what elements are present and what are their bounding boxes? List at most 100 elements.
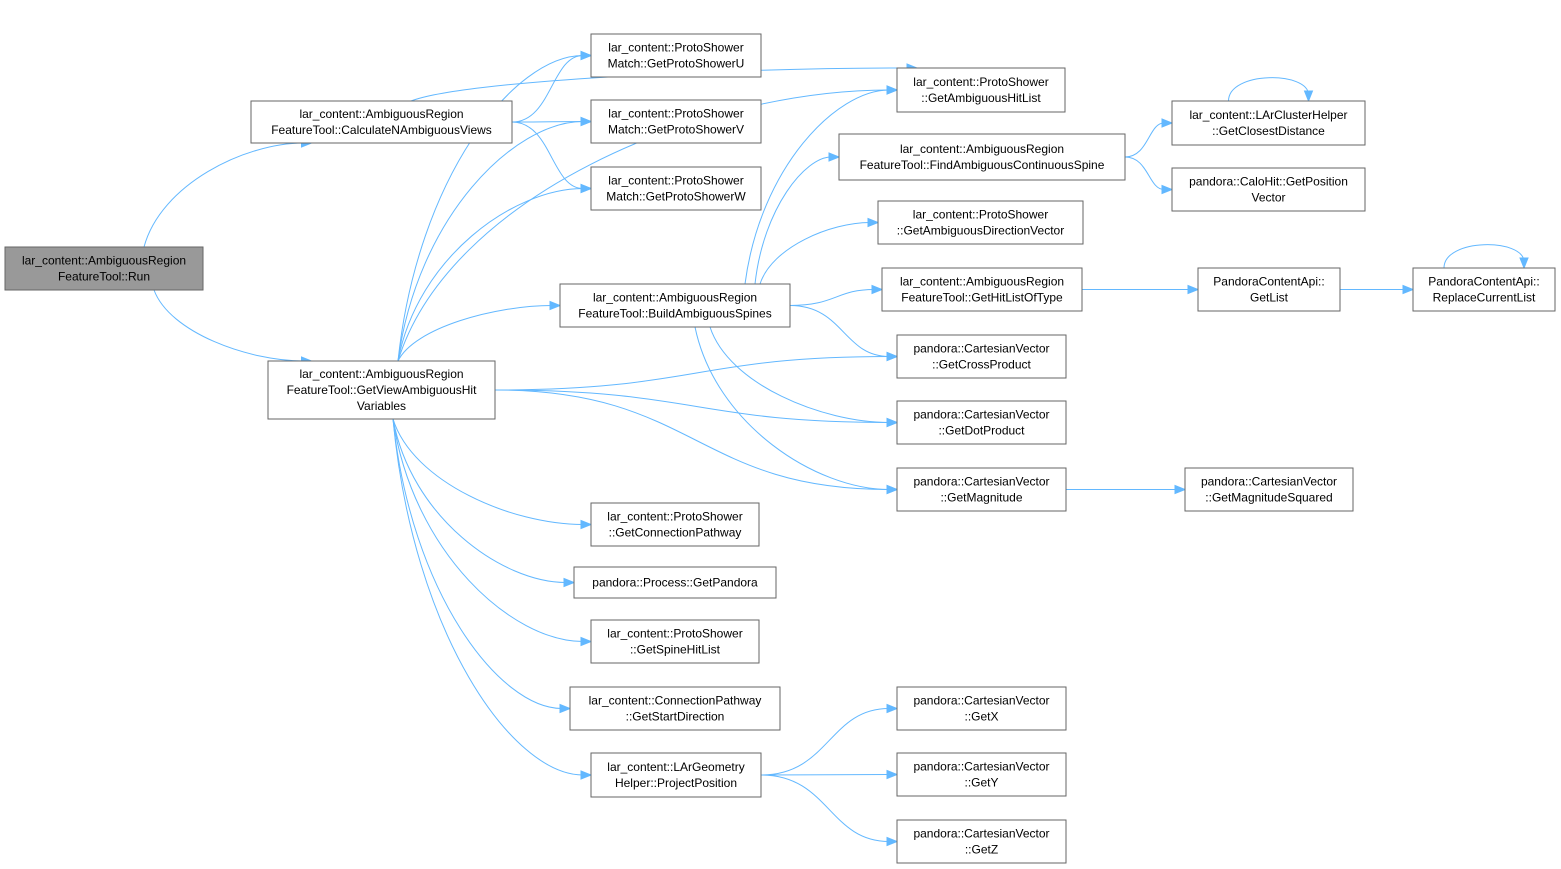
node-ambDir[interactable]: lar_content::ProtoShower::GetAmbiguousDi… xyxy=(877,200,1084,245)
node-box xyxy=(573,566,777,599)
edge-line xyxy=(397,121,584,362)
node-label: pandora::Process::GetPandora xyxy=(592,576,758,590)
node-label: lar_content::AmbiguousRegion xyxy=(22,254,186,268)
node-dot[interactable]: pandora::CartesianVector::GetDotProduct xyxy=(896,400,1067,445)
node-build[interactable]: lar_content::AmbiguousRegionFeatureTool:… xyxy=(559,283,791,328)
node-box xyxy=(838,133,1126,181)
edge-arrow xyxy=(886,703,899,714)
edge-arrow xyxy=(1519,257,1529,270)
node-label: ::GetAmbiguousHitList xyxy=(921,91,1041,105)
node-getView[interactable]: lar_content::AmbiguousRegionFeatureTool:… xyxy=(267,360,496,420)
node-replace[interactable]: PandoraContentApi::ReplaceCurrentList xyxy=(1412,267,1556,312)
edge-projPos-getY xyxy=(760,769,899,780)
node-mag[interactable]: pandora::CartesianVector::GetMagnitude xyxy=(896,467,1067,512)
edge-arrow xyxy=(886,351,899,362)
node-box xyxy=(896,334,1067,379)
node-getZ[interactable]: pandora::CartesianVector::GetZ xyxy=(896,819,1067,864)
node-closest[interactable]: lar_content::LArClusterHelper::GetCloses… xyxy=(1171,100,1366,146)
edge-build-ambHit xyxy=(744,85,899,285)
edge-arrow xyxy=(580,770,593,780)
node-label: ::GetCrossProduct xyxy=(932,358,1031,372)
node-box xyxy=(590,166,762,211)
node-box xyxy=(896,819,1067,864)
node-label: lar_content::ProtoShower xyxy=(608,174,743,188)
node-label: Vector xyxy=(1251,191,1285,205)
node-box xyxy=(250,100,513,144)
node-label: pandora::CartesianVector xyxy=(913,408,1049,422)
node-psW[interactable]: lar_content::ProtoShowerMatch::GetProtoS… xyxy=(590,166,762,211)
node-ambHit[interactable]: lar_content::ProtoShower::GetAmbiguousHi… xyxy=(896,67,1066,113)
node-getList[interactable]: PandoraContentApi::GetList xyxy=(1197,267,1341,312)
node-box xyxy=(590,99,762,144)
node-label: pandora::CartesianVector xyxy=(913,760,1049,774)
node-label: ::GetZ xyxy=(965,843,998,857)
node-box xyxy=(896,752,1067,797)
node-magSq[interactable]: pandora::CartesianVector::GetMagnitudeSq… xyxy=(1184,467,1354,512)
node-label: Helper::ProjectPosition xyxy=(615,776,737,790)
node-box xyxy=(4,246,204,291)
node-label: lar_content::AmbiguousRegion xyxy=(900,142,1064,156)
edge-arrow xyxy=(549,300,562,311)
edge-line xyxy=(392,418,584,776)
edge-closest-closest xyxy=(1228,77,1314,103)
edge-line xyxy=(694,326,890,490)
edge-build-mag xyxy=(694,326,899,495)
node-label: lar_content::AmbiguousRegion xyxy=(299,107,463,121)
node-run[interactable]: lar_content::AmbiguousRegionFeatureTool:… xyxy=(4,246,204,291)
node-connPath[interactable]: lar_content::ProtoShower::GetConnectionP… xyxy=(590,502,760,547)
node-box xyxy=(1412,267,1556,312)
node-findSpine[interactable]: lar_content::AmbiguousRegionFeatureTool:… xyxy=(838,133,1126,181)
node-label: lar_content::AmbiguousRegion xyxy=(299,367,463,381)
node-label: Match::GetProtoShowerU xyxy=(608,57,745,71)
edge-line xyxy=(1124,156,1165,190)
edge-line xyxy=(1443,244,1525,269)
edge-arrow xyxy=(580,636,593,647)
node-box xyxy=(877,200,1084,245)
edge-line xyxy=(511,55,584,123)
edge-line xyxy=(760,774,890,776)
edge-projPos-getZ xyxy=(760,774,899,847)
edge-arrow xyxy=(828,152,841,162)
node-getX[interactable]: pandora::CartesianVector::GetX xyxy=(896,686,1067,731)
node-box xyxy=(896,400,1067,445)
node-calcN[interactable]: lar_content::AmbiguousRegionFeatureTool:… xyxy=(250,100,513,144)
edge-getView-projPos xyxy=(392,418,593,780)
node-startDir[interactable]: lar_content::ConnectionPathway::GetStart… xyxy=(569,686,781,731)
edge-build-findSpine xyxy=(754,152,841,285)
node-label: PandoraContentApi:: xyxy=(1428,275,1539,289)
edge-findSpine-posVec xyxy=(1124,156,1174,195)
node-label: ::GetSpineHitList xyxy=(630,643,721,657)
node-spineHit[interactable]: lar_content::ProtoShower::GetSpineHitLis… xyxy=(590,619,760,664)
node-projPos[interactable]: lar_content::LArGeometryHelper::ProjectP… xyxy=(590,752,762,798)
edge-getView-spineHit xyxy=(392,418,593,647)
node-psU[interactable]: lar_content::ProtoShowerMatch::GetProtoS… xyxy=(590,33,762,78)
node-label: FeatureTool::Run xyxy=(58,270,150,284)
node-cross[interactable]: pandora::CartesianVector::GetCrossProduc… xyxy=(896,334,1067,379)
edge-arrow xyxy=(886,417,899,428)
node-box xyxy=(1171,100,1366,146)
edge-arrow xyxy=(867,217,880,228)
edge-calcN-psW xyxy=(511,121,593,194)
edge-line xyxy=(1228,77,1309,102)
node-getPandora[interactable]: pandora::Process::GetPandora xyxy=(573,566,777,599)
edge-getView-mag xyxy=(494,389,899,495)
edge-calcN-psU xyxy=(511,50,593,123)
node-box xyxy=(1184,467,1354,512)
edge-hitListType-getList xyxy=(1082,284,1200,295)
edge-arrow xyxy=(886,836,899,847)
edge-arrow xyxy=(1187,284,1200,295)
edge-line xyxy=(397,188,584,362)
edge-line xyxy=(789,305,890,357)
node-box xyxy=(590,502,760,547)
edge-arrow xyxy=(1303,90,1314,103)
node-getY[interactable]: pandora::CartesianVector::GetY xyxy=(896,752,1067,797)
edge-line xyxy=(709,326,890,423)
node-label: lar_content::LArGeometry xyxy=(607,760,744,774)
edge-line xyxy=(397,305,553,362)
edge-replace-replace xyxy=(1443,244,1529,270)
node-hitListType[interactable]: lar_content::AmbiguousRegionFeatureTool:… xyxy=(881,267,1083,312)
edge-arrow xyxy=(580,50,593,61)
node-psV[interactable]: lar_content::ProtoShowerMatch::GetProtoS… xyxy=(590,99,762,144)
